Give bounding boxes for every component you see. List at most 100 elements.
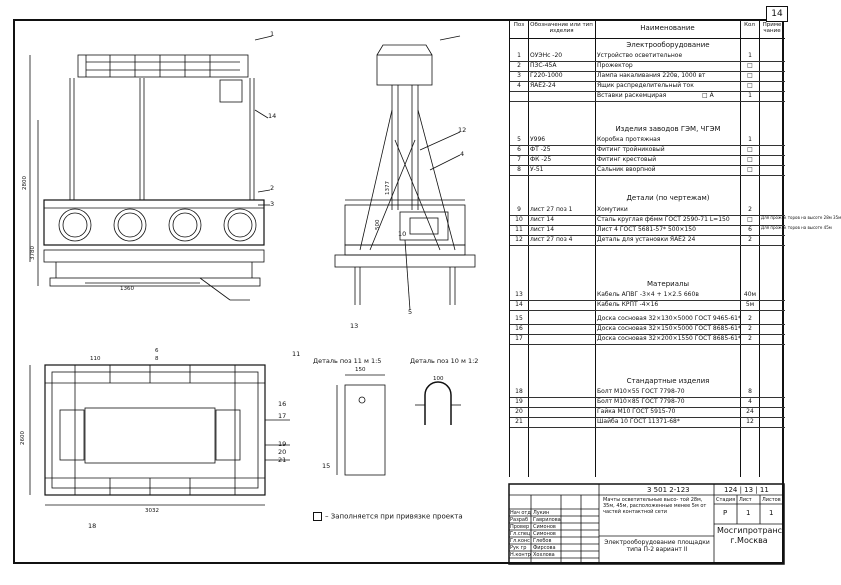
row-qty: 2 — [748, 335, 752, 342]
callout-16: 16 — [278, 400, 287, 408]
row-designation: лист 14 — [530, 226, 555, 233]
row-qty: 6 — [748, 226, 752, 233]
staff-role: Гл.спец — [510, 531, 531, 537]
drawing-sheet: 14 — [13, 6, 841, 565]
legend-text: – Заполняется при привязке проекта — [325, 512, 463, 521]
title-block: 3 501 2-123 124 | 13 | 11 Мачты осветите… — [509, 484, 784, 564]
staff-name: Симонов — [533, 524, 556, 530]
spec-row: 1 ОУЭНс -20 Устройство осветительное 1 — [510, 51, 785, 62]
row-qty: 5м — [745, 301, 755, 308]
detail-10-title: Деталь поз 10 м 1:2 — [410, 357, 479, 365]
row-qty: 1 — [748, 92, 752, 99]
sheets-label: Листов — [762, 497, 781, 503]
row-pos: 1 — [517, 52, 521, 59]
staff-role: Гл.конс — [510, 538, 530, 544]
row-pos: 11 — [515, 226, 523, 233]
row-qty: 2 — [748, 315, 752, 322]
row-name: Вставки раскемцирая — [597, 92, 667, 99]
callout-19: 19 — [278, 440, 287, 448]
row-qty: 1 — [748, 136, 752, 143]
row-qty: 2 — [748, 206, 752, 213]
side-view-drawing — [334, 35, 476, 311]
callout-12: 12 — [458, 126, 467, 134]
row-designation: ФТ -25 — [530, 146, 551, 153]
row-designation: Г220-1000 — [530, 72, 563, 79]
row-name: Кабель АПВГ -3×4 + 1×2.5 660в — [597, 291, 699, 298]
callout-2: 2 — [270, 184, 275, 192]
callout-17: 17 — [278, 412, 287, 420]
row-pos: 17 — [515, 335, 523, 342]
row-name: Деталь для установки ЯАЕ2 24 — [597, 236, 696, 243]
staff-role: Нач отд — [510, 510, 531, 516]
detail-10-drawing — [415, 381, 461, 425]
checkbox-square-icon — [313, 512, 322, 521]
spec-row: 11 лист 14 Лист 4 ГОСТ 5681-57* 500×150 6 Дл… — [510, 225, 832, 236]
row-pos: 13 — [515, 291, 523, 298]
callout-3: 3 — [270, 200, 275, 208]
staff-role: Рук гр — [510, 545, 527, 551]
row-name: Ящик распределительный ток — [597, 82, 694, 89]
callout-18: 18 — [88, 522, 97, 530]
row-name: Кабель КРПТ -4×16 — [597, 301, 659, 308]
section-plants: Изделия заводов ГЭМ, ЧГЭМ — [615, 125, 721, 133]
dim-6: 6 — [155, 348, 159, 354]
section-standard: Стандартные изделия — [626, 377, 710, 385]
row-designation: лист 27 поз 1 — [530, 206, 573, 213]
staff-name: Симонов — [533, 531, 556, 537]
dim-2600: 2600 — [20, 431, 26, 445]
row-qty: □ — [747, 166, 753, 173]
row-extra: □ Ā — [702, 92, 714, 99]
callout-11: 11 — [292, 350, 301, 358]
row-qty: □ — [747, 82, 753, 89]
row-pos: 21 — [515, 418, 523, 425]
callout-10: 10 — [398, 230, 407, 238]
header-note: Приме чание — [759, 19, 785, 39]
row-pos: 4 — [517, 82, 521, 89]
row-designation: ОУЭНс -20 — [530, 52, 563, 59]
callout-1: 1 — [270, 30, 275, 38]
row-pos: 20 — [515, 408, 523, 415]
row-qty: 4 — [748, 398, 752, 405]
front-view-drawing — [29, 35, 273, 301]
doc-code: 3 501 2-123 — [647, 486, 690, 494]
staff-name: Фирсова — [533, 545, 556, 551]
row-designation: ФК -25 — [530, 156, 552, 163]
dim-500: 500 — [375, 219, 381, 231]
row-name: Сальник вворпной — [597, 166, 656, 173]
callout-5: 5 — [408, 308, 413, 316]
row-pos: 16 — [515, 325, 523, 332]
row-name: Лист 4 ГОСТ 5681-57* 500×150 — [597, 226, 696, 233]
row-pos: 10 — [515, 216, 523, 223]
technical-drawing — [29, 35, 476, 506]
spec-row: Вставки раскемцирая 1 □ Ā — [510, 91, 785, 102]
dim-2800: 2800 — [22, 176, 28, 190]
row-pos: 19 — [515, 398, 523, 405]
row-name: Устройство осветительное — [597, 52, 683, 59]
row-designation: У-51 — [530, 166, 544, 173]
row-name: Доска сосновая 32×130×5000 ГОСТ 9465-61* — [597, 315, 741, 322]
row-qty: □ — [747, 216, 753, 223]
row-pos: 2 — [517, 62, 521, 69]
sheet-value: 1 — [746, 509, 751, 517]
row-pos: 3 — [517, 72, 521, 79]
staff-role: Разраб — [510, 517, 529, 523]
row-pos: 14 — [515, 301, 523, 308]
callout-21: 21 — [278, 456, 287, 464]
row-pos: 18 — [515, 388, 523, 395]
staff-name: Хохлова — [533, 552, 555, 558]
sheet-label: Лист — [739, 497, 752, 503]
staff-role: Провер — [510, 524, 530, 530]
dim-8: 8 — [155, 356, 159, 362]
callout-20: 20 — [278, 448, 287, 456]
dim-100: 100 — [433, 376, 444, 382]
row-name: Лампа накаливания 220в, 1000 вт — [597, 72, 706, 79]
row-note: Для прожек торов на высоте 45м — [761, 225, 832, 230]
callout-15: 15 — [322, 462, 331, 470]
row-qty: 1 — [748, 52, 752, 59]
